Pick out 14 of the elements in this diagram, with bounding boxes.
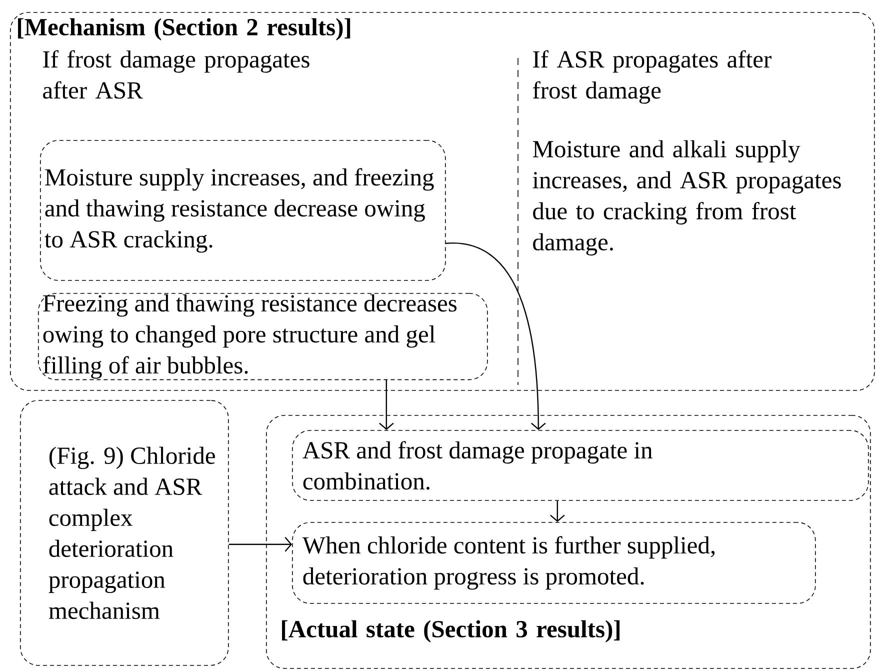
body-text: Moisture and alkali supply increases, and ASR propagates due to cracking from frost damage. <box>532 140 841 256</box>
text-box: (Fig. 9) Chloride attack and ASR complex deterioration propagation mechanism <box>20 400 229 666</box>
text-box: Moisture supply increases, and freezing and thawing resistance decrease owing to ASR cracking. <box>40 140 446 281</box>
arrow <box>228 537 292 552</box>
text-box: ASR and frost damage propagate in combination. <box>292 430 869 501</box>
text-box: Freezing and thawing resistance decreases owing to changed pore structure and gel filling of air bubbles. <box>38 293 488 380</box>
arrow <box>379 380 394 430</box>
text-box: When chloride content is further supplied, deterioration progress is promoted. <box>292 522 816 604</box>
heading: [Mechanism (Section 2 results)] <box>18 18 350 40</box>
column-heading: If frost damage propagates after ASR <box>43 50 310 99</box>
arrow <box>446 242 546 430</box>
arrow <box>550 500 565 522</box>
column-heading: If ASR propagates after frost damage <box>532 50 772 104</box>
heading: [Actual state (Section 3 results)] <box>282 620 620 642</box>
